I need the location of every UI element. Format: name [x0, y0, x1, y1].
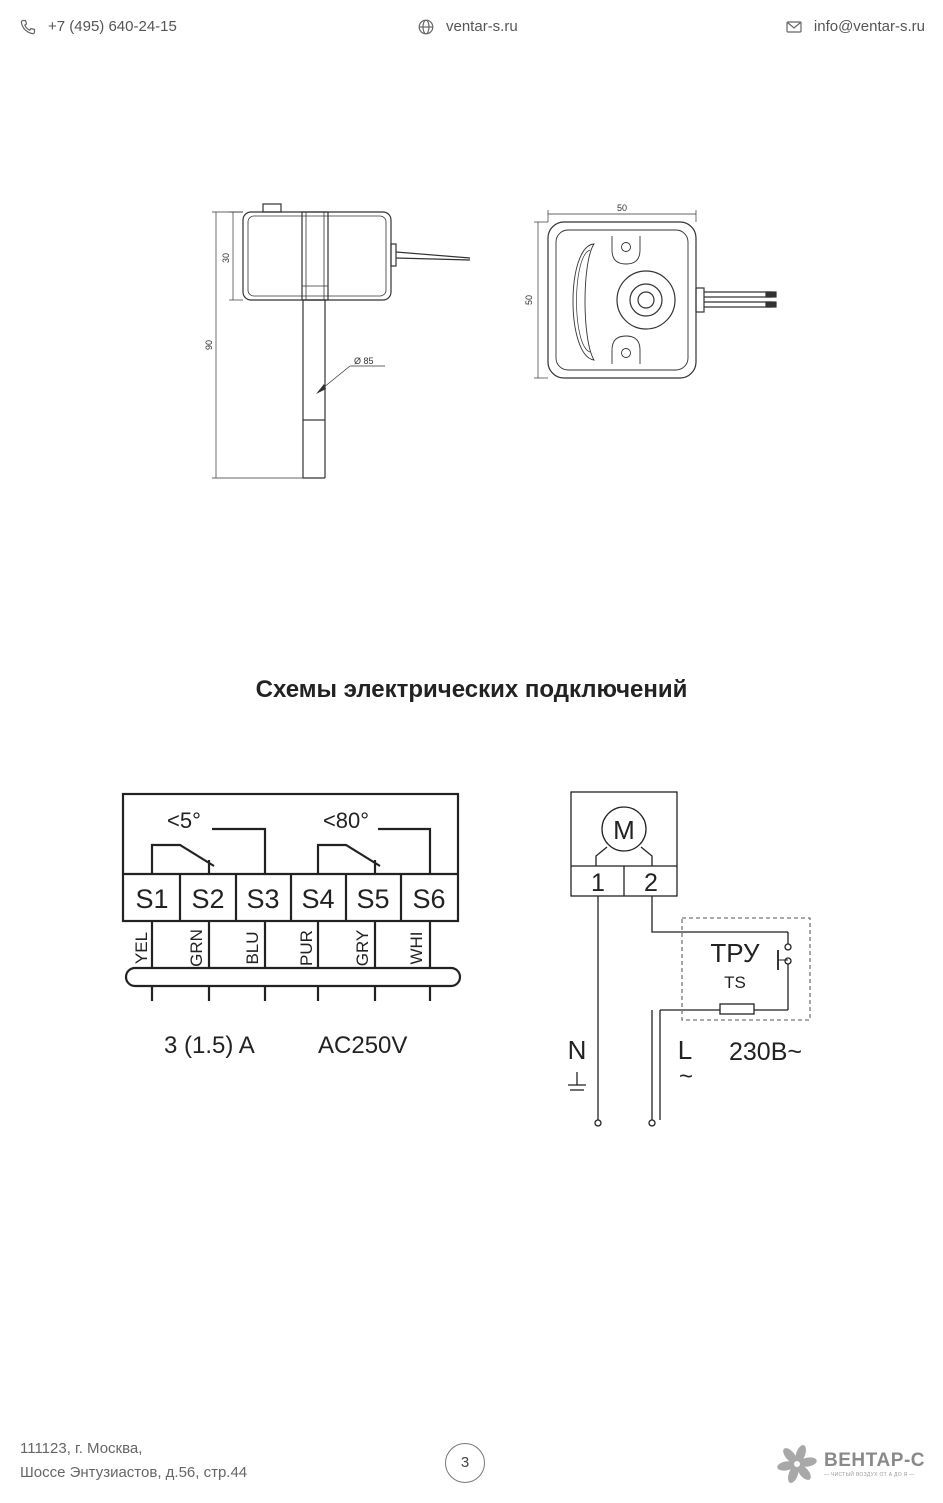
address-line-2: Шоссе Энтузиастов, д.56, стр.44: [20, 1464, 248, 1481]
side-view-drawing: [212, 203, 471, 479]
current-rating: 3 (1.5) A: [164, 1032, 255, 1059]
header-website[interactable]: ventar-s.ru: [418, 18, 518, 35]
terminal-s3: S3: [246, 884, 279, 914]
dim-50-top-label: 50: [617, 203, 627, 213]
supply-voltage: 230В~: [729, 1038, 802, 1066]
temp-high-label: <80°: [323, 808, 369, 833]
wire-grn: GRN: [187, 929, 206, 967]
motor-schema: [568, 791, 811, 1127]
temp-low-label: <5°: [167, 808, 201, 833]
line-label: L: [678, 1035, 692, 1065]
dim-90-label: 90: [204, 340, 214, 350]
address-line-1: 111123, г. Москва,: [20, 1440, 143, 1457]
motor-terminal-2: 2: [644, 869, 658, 897]
thermostat-labels: <5° <80° S1 S2 S3 S4 S5 S6 YEL GRN BLU P…: [132, 808, 446, 1059]
terminal-s6: S6: [412, 884, 445, 914]
motor-terminal-1: 1: [591, 869, 605, 897]
terminal-s4: S4: [301, 884, 334, 914]
mail-icon: [786, 20, 802, 33]
terminal-s2: S2: [191, 884, 224, 914]
device-label: ТРУ: [710, 938, 760, 968]
phone-icon: [20, 19, 36, 34]
wire-whi: WHI: [407, 931, 426, 964]
fan-logo-icon: [777, 1445, 817, 1483]
wire-pur: PUR: [297, 930, 316, 966]
motor-labels: M 1 2 ТРУ TS N L ~ 230В~: [568, 815, 802, 1090]
section-title: Схемы электрических подключений: [255, 676, 688, 703]
phone-number: +7 (495) 640-24-15: [48, 18, 177, 35]
dim-50-side-label: 50: [524, 295, 534, 305]
dim-30-label: 30: [221, 253, 231, 263]
wire-gry: GRY: [353, 930, 372, 967]
top-view-drawing: [534, 210, 777, 379]
dim-diameter-label: Ø 85: [354, 356, 374, 366]
terminal-s5: S5: [356, 884, 389, 914]
neutral-label: N: [568, 1035, 587, 1065]
wire-blu: BLU: [243, 931, 262, 964]
header-phone[interactable]: +7 (495) 640-24-15: [20, 18, 177, 35]
page-number: 3: [445, 1443, 485, 1483]
thermostat-schema: [121, 792, 462, 1001]
logo-name: ВЕНТАР-С: [824, 1450, 925, 1471]
ts-label: TS: [724, 973, 746, 992]
globe-icon: [418, 19, 434, 34]
ac-tilde: ~: [679, 1063, 693, 1090]
website-link: ventar-s.ru: [446, 18, 518, 35]
voltage-rating: AC250V: [318, 1032, 407, 1059]
logo-slogan: — ЧИСТЫЙ ВОЗДУХ ОТ А ДО Я —: [824, 1472, 915, 1478]
header-email[interactable]: info@ventar-s.ru: [786, 18, 925, 35]
company-logo[interactable]: ВЕНТАР-С — ЧИСТЫЙ ВОЗДУХ ОТ А ДО Я —: [776, 1444, 925, 1484]
email-link: info@ventar-s.ru: [813, 18, 925, 35]
terminal-s1: S1: [135, 884, 168, 914]
footer-address: 111123, г. Москва, Шоссе Энтузиастов, д.…: [20, 1437, 247, 1485]
wire-yel: YEL: [132, 932, 151, 964]
motor-label: M: [613, 815, 635, 845]
